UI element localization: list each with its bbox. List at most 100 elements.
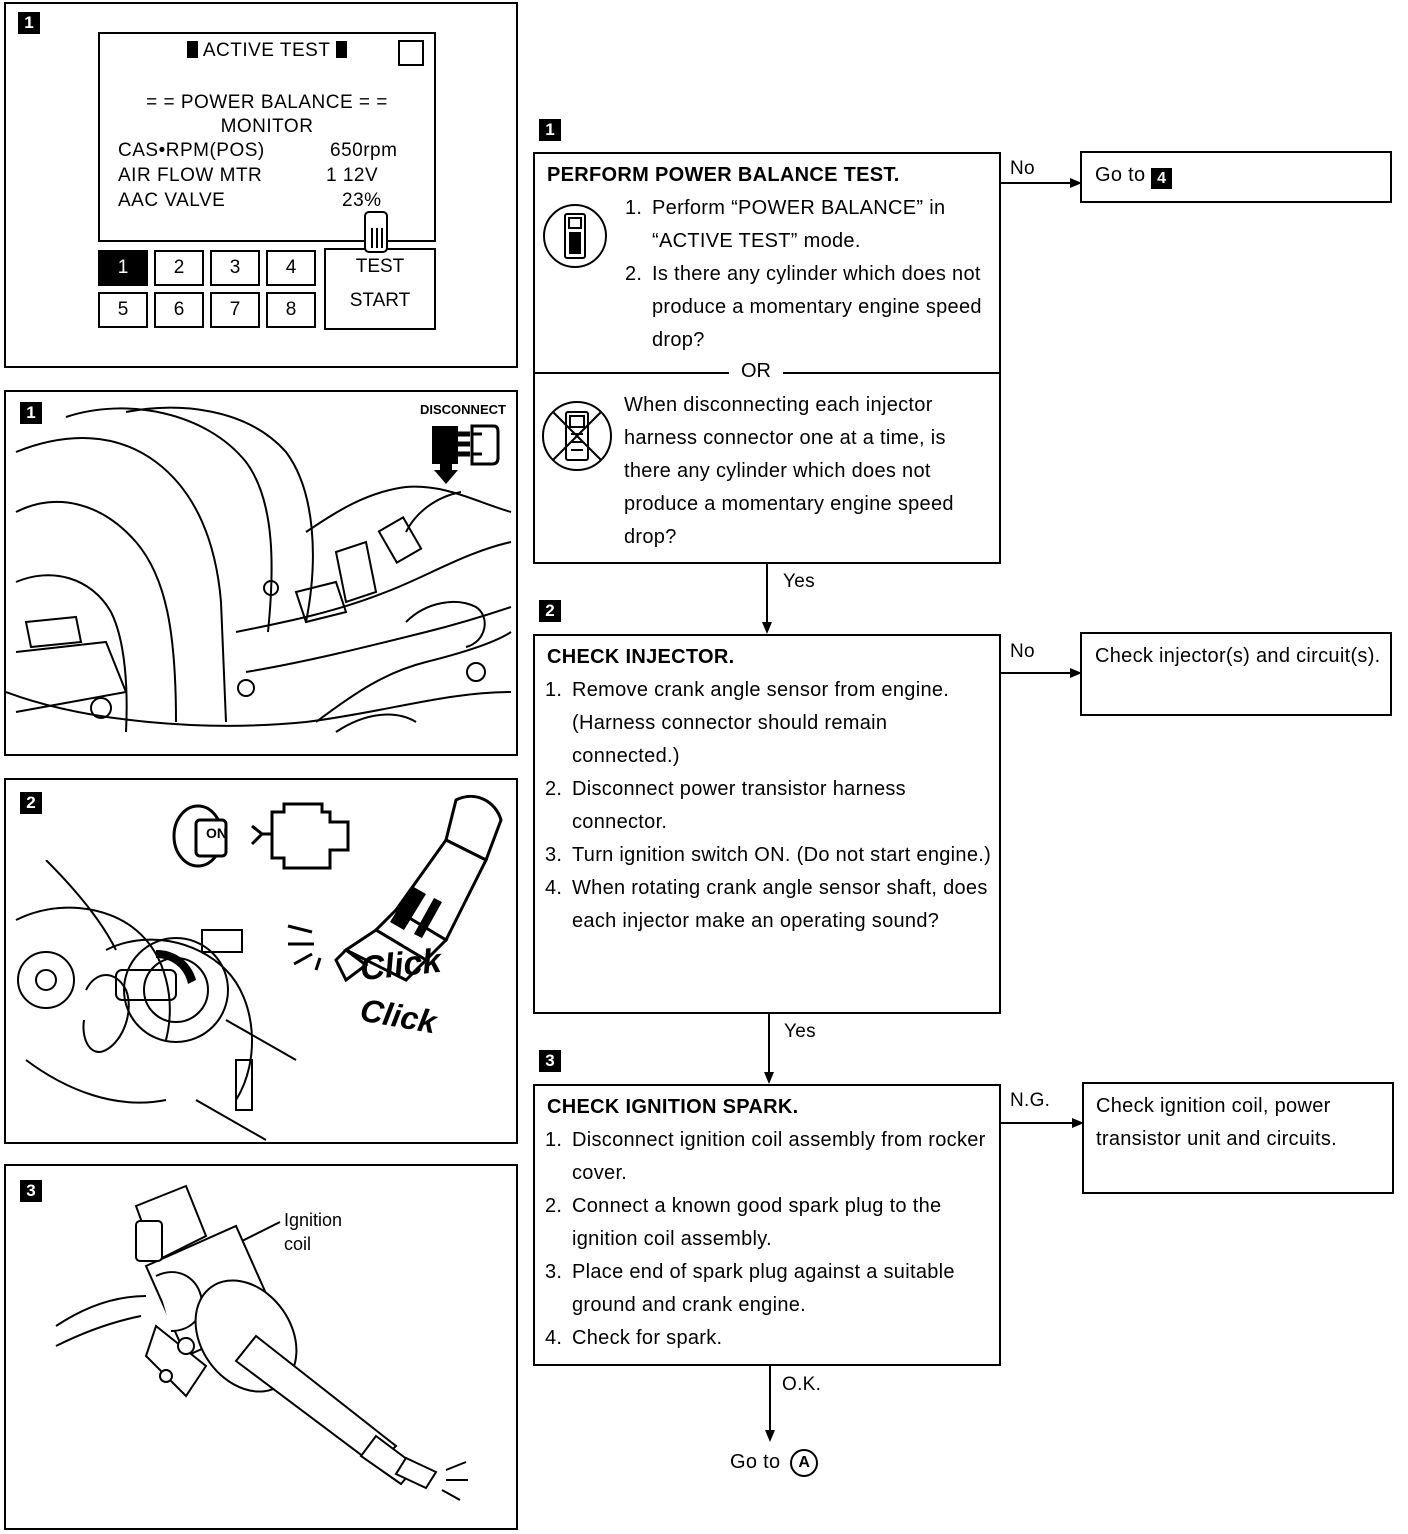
finger-pointer-icon [364, 211, 388, 253]
step1-no-result: Go to 4 [1095, 159, 1173, 192]
monitor-label: CAS•RPM(POS) [118, 140, 265, 161]
consult-tool-icon [543, 204, 607, 268]
sound-lines-icon [287, 924, 322, 971]
screen-marker-icon [335, 41, 347, 58]
step4-badge: 4 [1151, 168, 1173, 189]
monitor-value: 23% [342, 190, 382, 211]
engine-icon [250, 802, 350, 870]
connector-a-circle: A [790, 1449, 819, 1477]
test-start-line1: TEST [355, 256, 405, 277]
arrow-head [762, 622, 772, 634]
step2-badge: 2 [539, 600, 561, 622]
crank-angle-sensor-drawing [15, 860, 297, 1141]
step2-no-label: No [1010, 641, 1035, 662]
connector-disconnect-icon [432, 424, 500, 466]
list-item: 4.When rotating crank angle sensor shaft… [545, 877, 988, 932]
disconnect-illustration-panel: 1 DISCONNECT [4, 390, 518, 756]
screen-heading-line1: POWER BALANCE [180, 92, 354, 113]
or-label: OR [729, 360, 783, 383]
list-item: 2.Disconnect power transistor harness co… [545, 778, 906, 833]
step2-instructions: 1.Remove crank angle sensor from engine.… [545, 674, 993, 938]
monitor-row: AIR FLOW MTR 1 12V [118, 165, 418, 187]
go-to-label: Go to [730, 1451, 781, 1473]
cylinder-key-4[interactable]: 4 [266, 250, 316, 286]
arrow-head [764, 1072, 774, 1084]
screen-title: ACTIVE TEST [202, 40, 331, 61]
monitor-value: 1 12V [326, 165, 379, 186]
step2-yes-label: Yes [784, 1021, 816, 1042]
cylinder-key-5[interactable]: 5 [98, 292, 148, 328]
ignition-key-label: ON [206, 825, 227, 841]
consult-panel: 1 ACTIVE TEST = = POWER BALANCE = = MONI… [4, 2, 518, 368]
screen-checkbox-icon [398, 40, 424, 66]
arrow-head [1070, 178, 1082, 188]
list-item: 1.Remove crank angle sensor from engine.… [545, 679, 950, 767]
list-item: 2.Connect a known good spark plug to the… [545, 1195, 942, 1250]
list-item: 3.Turn ignition switch ON. (Do not start… [545, 844, 992, 866]
ignition-coil-illustration-panel: 3 Ignition coil [4, 1164, 518, 1530]
panel-badge: 1 [18, 12, 40, 34]
step3-ok-label: O.K. [782, 1374, 822, 1395]
monitor-label: AIR FLOW MTR [118, 165, 263, 186]
step1-yes-label: Yes [783, 571, 815, 592]
step1-no-result-box: Go to 4 [1080, 151, 1392, 203]
step3-ng-result-box: Check ignition coil, power transistor un… [1082, 1082, 1394, 1194]
arrow-head [765, 1430, 775, 1442]
step2-box: CHECK INJECTOR. 1.Remove crank angle sen… [533, 634, 1001, 1014]
double-line-icon: = = [358, 92, 388, 113]
list-item: 1.Disconnect ignition coil assembly from… [545, 1129, 986, 1184]
step1-badge: 1 [539, 119, 561, 141]
injector-drawing [334, 794, 503, 983]
step3-instructions: 1.Disconnect ignition coil assembly from… [545, 1124, 993, 1355]
step3-box: CHECK IGNITION SPARK. 1.Disconnect ignit… [533, 1084, 1001, 1366]
list-item: 1.Perform “POWER BALANCE” in “ACTIVE TES… [625, 197, 946, 252]
screen-heading: = = POWER BALANCE = = [100, 92, 434, 114]
ignition-coil-callout-line1: Ignition [284, 1210, 343, 1230]
step3-title: CHECK IGNITION SPARK. [547, 1096, 799, 1118]
crossed-consult-icon [542, 401, 612, 471]
step1-box: PERFORM POWER BALANCE TEST. 1.Perform “P… [533, 152, 1001, 564]
ignition-key-icon [172, 804, 228, 868]
disconnect-label: DISCONNECT [420, 402, 506, 417]
go-to-label: Go to [1095, 164, 1146, 186]
arrow-head [1072, 1118, 1084, 1128]
panel-badge: 3 [20, 1180, 42, 1202]
step3-ok-result: Go to A [730, 1446, 819, 1479]
ignition-coil-callout-line2: coil [284, 1234, 312, 1254]
step3-ng-label: N.G. [1010, 1090, 1051, 1111]
test-start-line2: START [349, 290, 411, 311]
consult-screen: ACTIVE TEST = = POWER BALANCE = = MONITO… [98, 32, 436, 242]
cylinder-key-6[interactable]: 6 [154, 292, 204, 328]
cylinder-key-3[interactable]: 3 [210, 250, 260, 286]
arrow-head [1070, 668, 1082, 678]
step2-no-result: Check injector(s) and circuit(s). [1095, 645, 1381, 667]
monitor-row: AAC VALVE 23% [118, 190, 418, 212]
intake-manifold-drawing [6, 406, 512, 733]
list-item: 3.Place end of spark plug against a suit… [545, 1261, 955, 1316]
panel-badge: 1 [20, 402, 42, 424]
ignition-coil-drawing [55, 1184, 468, 1501]
double-line-icon: = = [146, 92, 176, 113]
cylinder-key-8[interactable]: 8 [266, 292, 316, 328]
list-item: 2.Is there any cylinder which does not p… [625, 263, 982, 351]
step3-badge: 3 [539, 1050, 561, 1072]
screen-marker-icon [187, 41, 199, 58]
cylinder-key-7[interactable]: 7 [210, 292, 260, 328]
monitor-row: CAS•RPM(POS) 650rpm [118, 140, 418, 162]
screen-title-row: ACTIVE TEST [100, 40, 434, 62]
step2-no-result-box: Check injector(s) and circuit(s). [1080, 632, 1392, 716]
step1-instructions: 1.Perform “POWER BALANCE” in “ACTIVE TES… [625, 192, 985, 357]
step1-no-label: No [1010, 158, 1035, 179]
screen-heading-line2: MONITOR [220, 116, 314, 137]
monitor-label: AAC VALVE [118, 190, 226, 211]
list-item: 4.Check for spark. [545, 1327, 723, 1349]
panel-badge: 2 [20, 792, 42, 814]
cylinder-key-2[interactable]: 2 [154, 250, 204, 286]
step2-title: CHECK INJECTOR. [547, 646, 735, 668]
step3-ng-result: Check ignition coil, power transistor un… [1096, 1095, 1338, 1150]
injector-click-illustration-panel: 2 ON Click Click [4, 778, 518, 1144]
cylinder-key-1[interactable]: 1 [98, 250, 148, 286]
step1-alt-text: When disconnecting each injector harness… [624, 394, 954, 548]
step1-title: PERFORM POWER BALANCE TEST. [547, 164, 900, 186]
